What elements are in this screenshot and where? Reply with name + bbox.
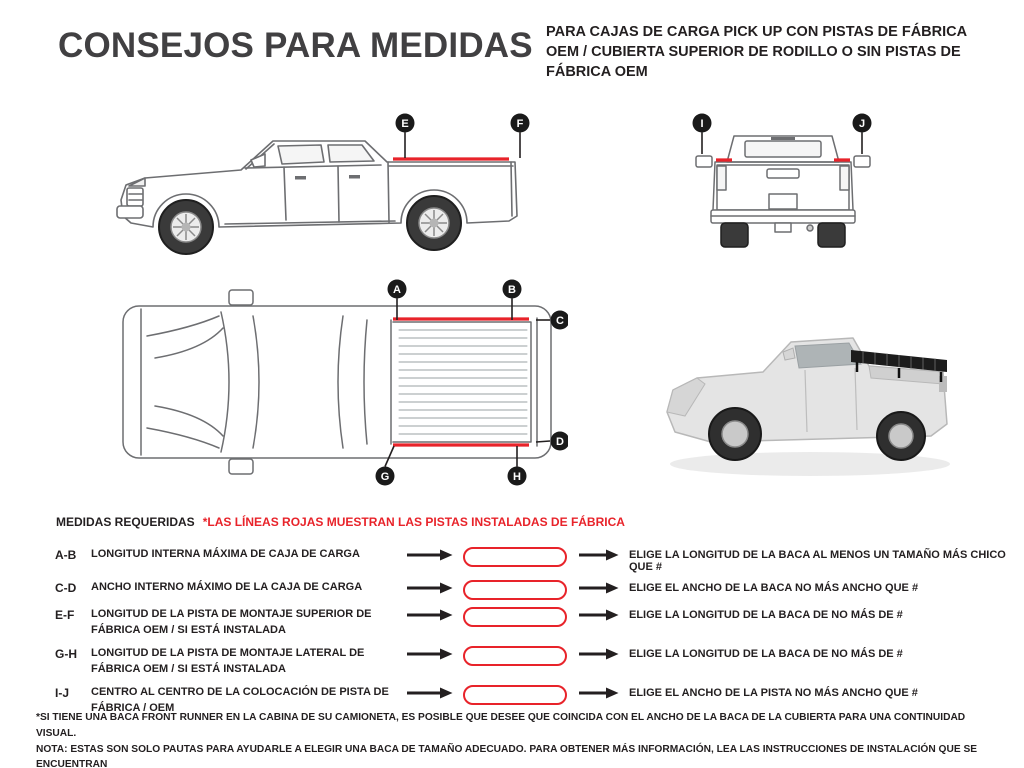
diagram-label-H: H xyxy=(507,446,527,486)
diagram-label-J: J xyxy=(852,113,872,154)
diagram-label-E: E xyxy=(395,113,415,158)
arrow-icon xyxy=(579,582,619,594)
row-result: ELIGE LA LONGITUD DE LA BACA AL MENOS UN… xyxy=(629,549,1006,573)
truck-side-view-diagram: E F xyxy=(116,113,530,255)
diagram-label-G: G xyxy=(375,445,395,486)
diagram-label-F: F xyxy=(510,113,530,158)
svg-text:H: H xyxy=(513,471,521,483)
legend-red-note: *LAS LÍNEAS ROJAS MUESTRAN LAS PISTAS IN… xyxy=(202,515,625,529)
rear-wheel xyxy=(406,195,462,251)
measurement-input-box xyxy=(463,547,567,567)
row-id: A-B xyxy=(55,548,77,562)
measurement-input-box xyxy=(463,684,567,705)
svg-text:C: C xyxy=(556,315,564,327)
measurement-table: A-B LONGITUD INTERNA MÁXIMA DE CAJA DE C… xyxy=(55,547,1013,724)
svg-text:E: E xyxy=(401,118,408,130)
svg-text:D: D xyxy=(556,436,564,448)
diagram-label-I: I xyxy=(692,113,712,154)
measurement-input-box xyxy=(463,645,567,666)
truck-top-view-diagram: A B C D G H xyxy=(122,279,568,486)
measurement-row-ef: E-F LONGITUD DE LA PISTA DE MONTAJE SUPE… xyxy=(55,607,1013,639)
row-result: ELIGE LA LONGITUD DE LA BACA DE NO MÁS D… xyxy=(629,609,903,621)
arrow-icon xyxy=(579,549,619,561)
row-label: CENTRO AL CENTRO DE LA COLOCACIÓN DE PIS… xyxy=(91,685,389,714)
diagram-label-C: C xyxy=(536,310,568,330)
svg-text:F: F xyxy=(517,118,524,130)
footnote-line-2: NOTA: ESTAS SON SOLO PAUTAS PARA AYUDARL… xyxy=(36,743,978,768)
arrow-icon xyxy=(407,648,453,660)
arrow-icon xyxy=(407,609,453,621)
row-id: I-J xyxy=(55,685,70,700)
row-label: LONGITUD INTERNA MÁXIMA DE CAJA DE CARGA xyxy=(91,548,360,560)
diagram-label-D: D xyxy=(535,431,568,451)
row-result: ELIGE EL ANCHO DE LA PISTA NO MÁS ANCHO … xyxy=(629,686,918,699)
row-result: ELIGE EL ANCHO DE LA BACA NO MÁS ANCHO Q… xyxy=(629,582,919,594)
legend: MEDIDAS REQUERIDAS *LAS LÍNEAS ROJAS MUES… xyxy=(56,515,625,529)
factory-track-red-lines-top xyxy=(393,317,529,447)
row-id: E-F xyxy=(55,608,75,622)
arrow-icon xyxy=(407,687,453,699)
diagram-label-A: A xyxy=(387,279,407,320)
footnote-line-1: *SI TIENE UNA BACA FRONT RUNNER EN LA CA… xyxy=(36,712,966,739)
diagram-label-B: B xyxy=(502,279,522,320)
row-id: G-H xyxy=(55,646,77,661)
arrow-icon xyxy=(579,687,619,699)
bed-rack xyxy=(851,350,947,382)
measurement-row-ab: A-B LONGITUD INTERNA MÁXIMA DE CAJA DE C… xyxy=(55,547,1013,573)
svg-text:A: A xyxy=(393,284,401,296)
front-wheel xyxy=(158,199,214,255)
footnotes: *SI TIENE UNA BACA FRONT RUNNER EN LA CA… xyxy=(36,710,998,768)
measurement-input-box xyxy=(463,580,567,600)
truck-3d-render xyxy=(666,337,950,476)
row-label: LONGITUD DE LA PISTA DE MONTAJE LATERAL … xyxy=(91,646,365,675)
svg-text:I: I xyxy=(700,118,703,130)
svg-text:J: J xyxy=(859,118,865,130)
arrow-icon xyxy=(579,609,619,621)
svg-text:G: G xyxy=(381,471,390,483)
arrow-icon xyxy=(407,582,453,594)
row-label: LONGITUD DE LA PISTA DE MONTAJE SUPERIOR… xyxy=(91,608,372,636)
measurement-row-cd: C-D ANCHO INTERNO MÁXIMO DE LA CAJA DE C… xyxy=(55,580,1013,600)
page-title: CONSEJOS PARA MEDIDAS xyxy=(58,26,533,65)
subtitle: PARA CAJAS DE CARGA PICK UP CON PISTAS D… xyxy=(546,24,967,80)
render-front-wheel xyxy=(708,407,762,461)
svg-text:B: B xyxy=(508,284,516,296)
measurement-row-gh: G-H LONGITUD DE LA PISTA DE MONTAJE LATE… xyxy=(55,645,1013,678)
arrow-icon xyxy=(579,648,619,660)
arrow-icon xyxy=(407,549,453,561)
legend-heading: MEDIDAS REQUERIDAS xyxy=(56,515,195,529)
row-result: ELIGE LA LONGITUD DE LA BACA DE NO MÁS D… xyxy=(629,647,903,660)
truck-rear-view-diagram: I J xyxy=(692,113,872,248)
row-id: C-D xyxy=(55,581,77,595)
row-label: ANCHO INTERNO MÁXIMO DE LA CAJA DE CARGA xyxy=(91,581,363,593)
render-rear-wheel xyxy=(876,411,926,461)
measurement-row-ij: I-J CENTRO AL CENTRO DE LA COLOCACIÓN DE… xyxy=(55,684,1013,717)
measurement-input-box xyxy=(463,607,567,627)
